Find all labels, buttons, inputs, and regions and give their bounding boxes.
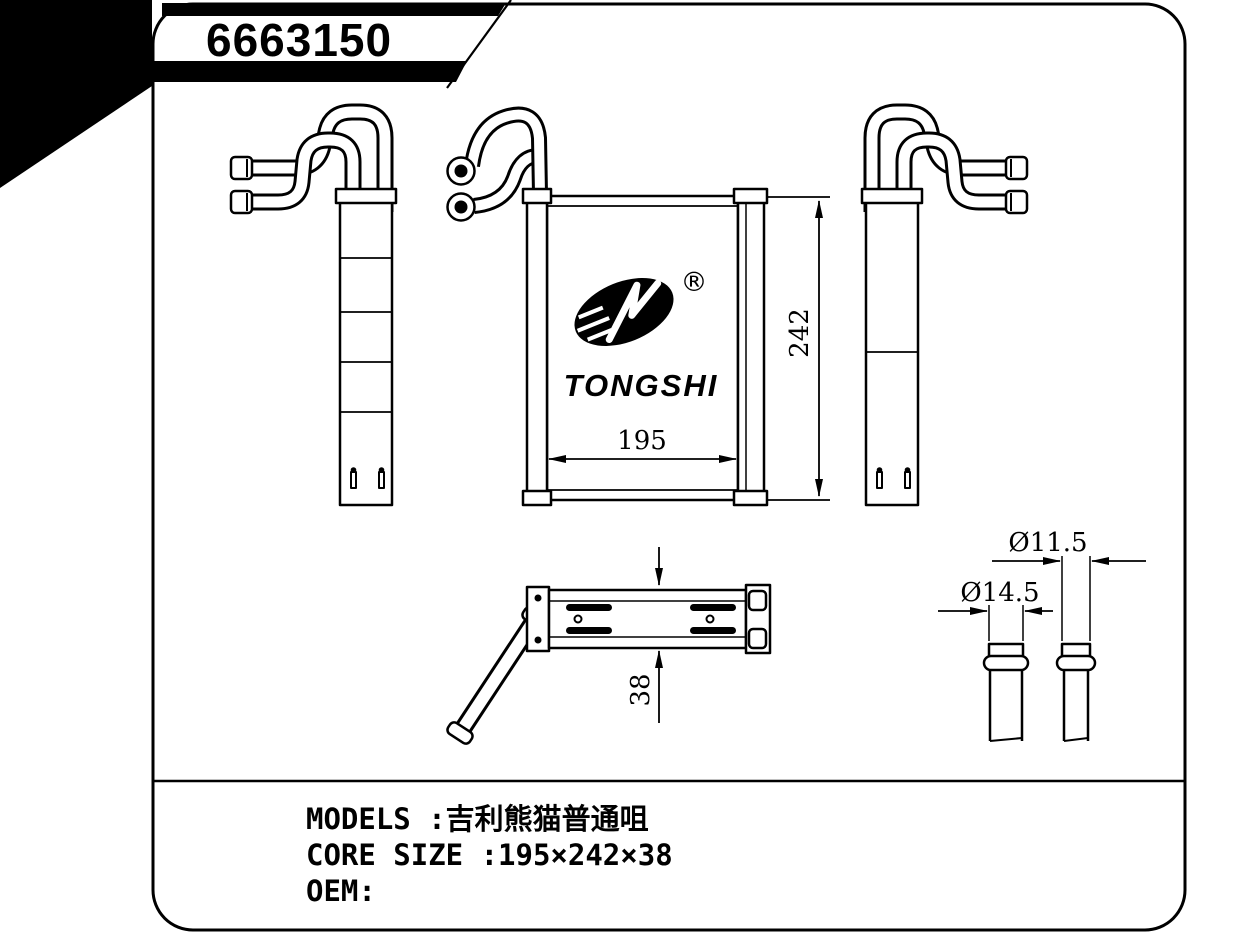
top-view: 38 [446, 547, 772, 745]
pipe-detail-view: Ø11.5 Ø14.5 [938, 528, 1146, 742]
tank-top-flange [334, 187, 398, 205]
drawing-frame [151, 2, 1187, 932]
banner-top-bar [162, 3, 506, 16]
left-header [525, 190, 549, 506]
oem-line: OEM: [306, 874, 376, 908]
dimension-core-depth: 38 [626, 547, 663, 723]
brand-name: TONGSHI [564, 368, 719, 403]
banner-slash [446, 0, 512, 89]
dimension-label: Ø11.5 [1008, 528, 1087, 558]
dimension-core-width: 195 [548, 426, 737, 463]
dimension-core-height: 242 [766, 196, 830, 501]
slot [690, 627, 736, 634]
core-face [545, 194, 740, 502]
title-banner: 6663150 [153, 0, 512, 89]
small-pipe-end [1055, 642, 1097, 742]
left-side-view [229, 103, 398, 507]
tank-top-flange [860, 187, 924, 205]
models-line: MODELS :吉利熊猫普通咀 [306, 802, 649, 836]
dimension-large-pipe: Ø14.5 [938, 578, 1053, 615]
slot [566, 604, 612, 611]
tongshi-logo-mark: ® TONGSHI [564, 267, 719, 403]
pipe-fitting [229, 155, 254, 181]
right-side-view [860, 103, 1029, 507]
banner-bottom-bar [153, 61, 467, 82]
large-pipe-end [982, 642, 1030, 742]
dimension-small-pipe: Ø11.5 [992, 528, 1146, 565]
slot [690, 604, 736, 611]
dimension-label: Ø14.5 [960, 578, 1039, 608]
front-view: ® TONGSHI 195 242 [446, 106, 830, 507]
dimension-label: 195 [617, 426, 667, 456]
part-number: 6663150 [206, 14, 392, 66]
registered-trademark-icon: ® [681, 267, 708, 298]
dimension-label: 38 [626, 673, 656, 706]
corner-triangle [0, 0, 152, 188]
right-header [736, 190, 766, 506]
pipe-fitting [1004, 155, 1029, 181]
pipe-fitting [1004, 189, 1029, 215]
tank-body [338, 194, 394, 507]
slot [566, 627, 612, 634]
pipe-collar [446, 721, 474, 745]
info-block: MODELS :吉利熊猫普通咀 CORE SIZE :195×242×38 OE… [306, 802, 673, 908]
core-size-line: CORE SIZE :195×242×38 [306, 838, 673, 872]
pipe-fitting [229, 189, 254, 215]
tank-body [864, 194, 920, 507]
dimension-label: 242 [785, 308, 815, 358]
